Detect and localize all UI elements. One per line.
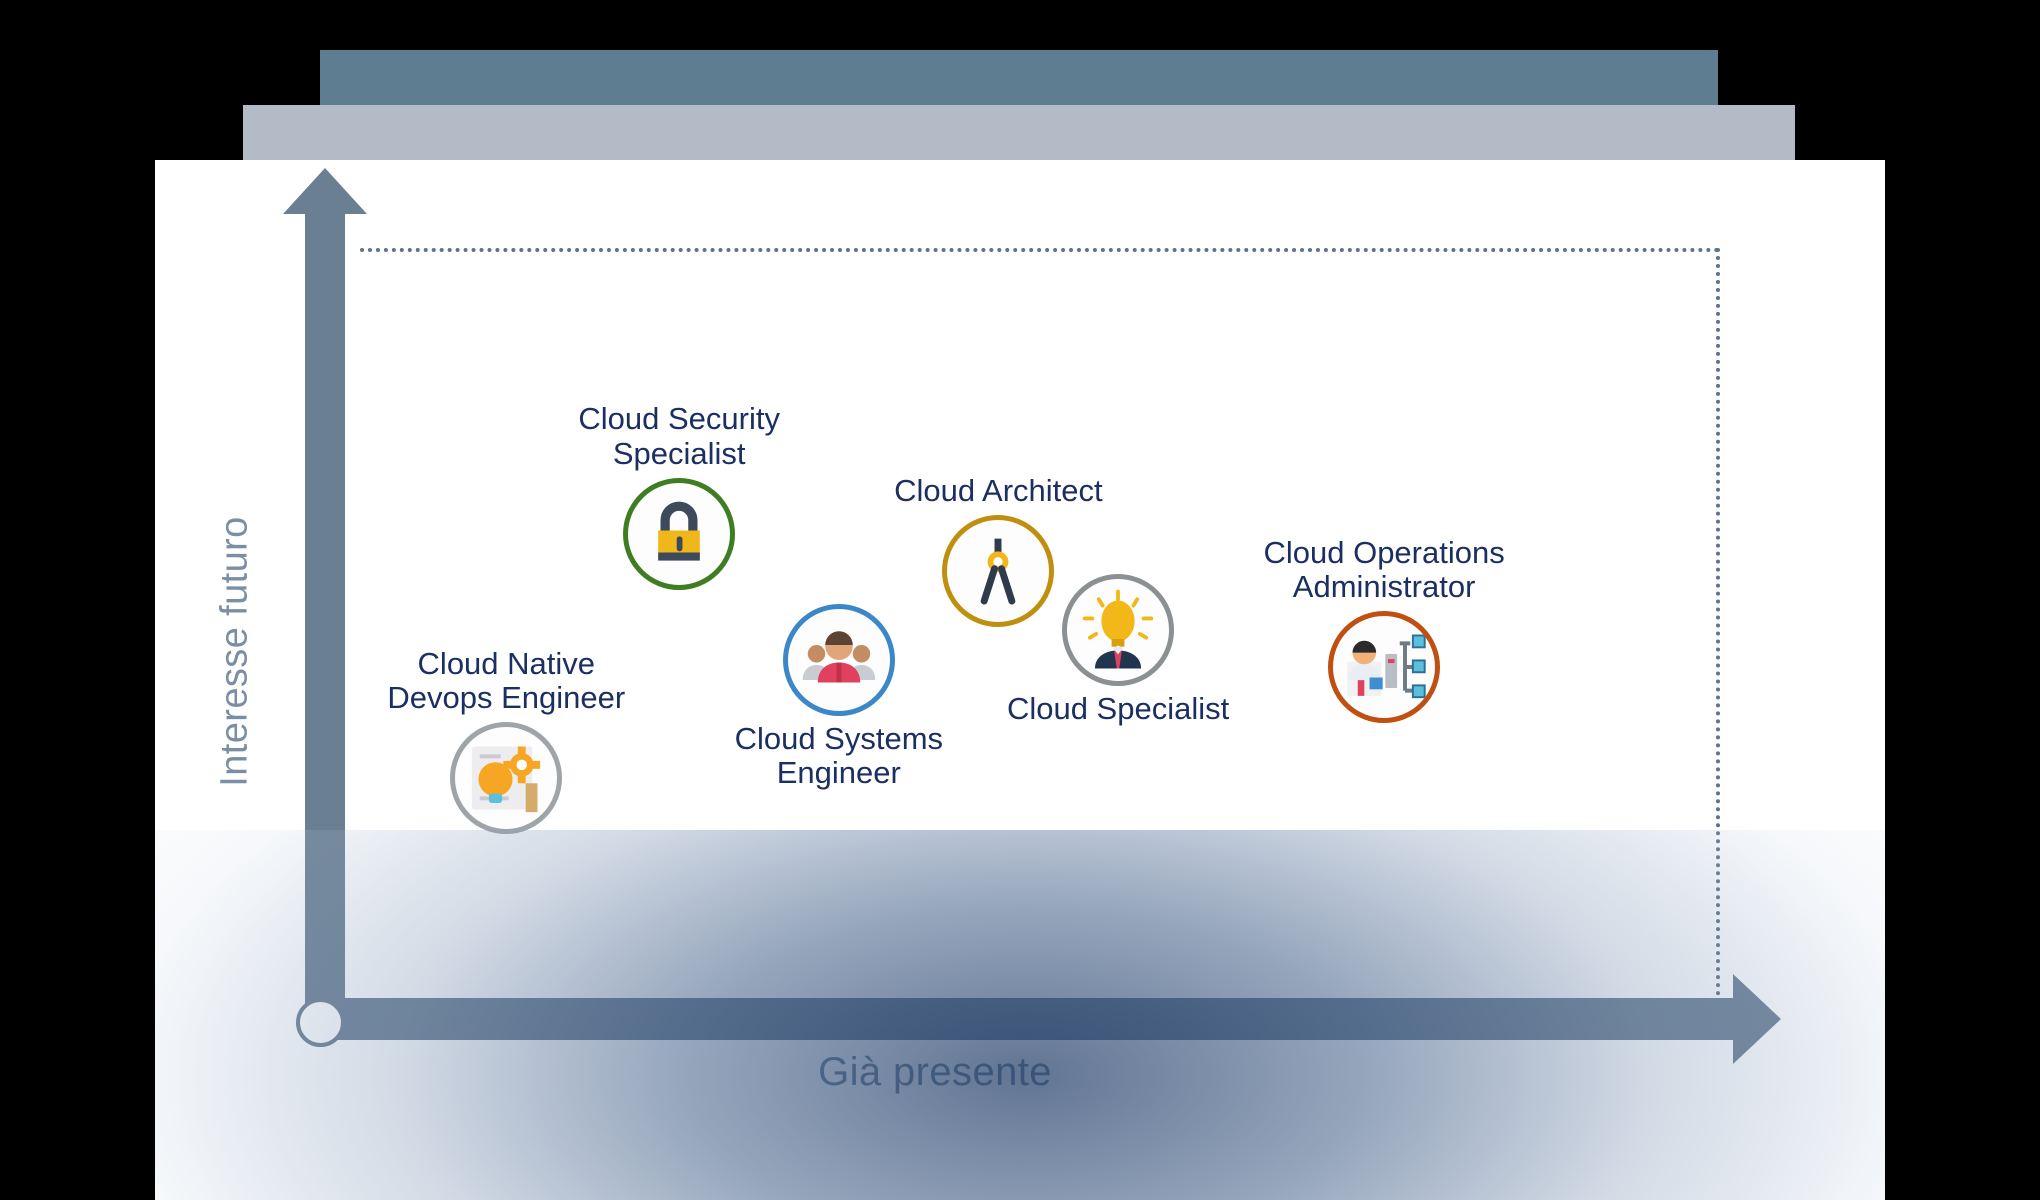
y-axis-shaft <box>305 210 345 1040</box>
decor-bar-dark <box>320 50 1718 105</box>
plot-frame <box>360 248 1720 1028</box>
y-axis-arrowhead-icon <box>283 168 367 214</box>
y-axis-title: Interesse futuro <box>213 516 256 787</box>
scatter-point[interactable]: Cloud Specialist <box>1007 574 1229 726</box>
origin-marker <box>296 998 345 1047</box>
lightbulb-gear-icon <box>450 722 563 834</box>
scatter-point[interactable]: Cloud Native Devops Engineer <box>387 646 625 834</box>
scatter-point[interactable]: Cloud Architect <box>894 473 1103 627</box>
compass-divider-icon <box>942 514 1055 627</box>
scatter-point-label: Cloud Specialist <box>1006 691 1230 726</box>
scatter-point-label: Cloud Native Devops Engineer <box>387 645 626 716</box>
scatter-point-label: Cloud Systems Engineer <box>734 720 944 791</box>
scatter-point[interactable]: Cloud Systems Engineer <box>735 603 943 790</box>
scatter-point-label: Cloud Security Specialist <box>578 401 780 472</box>
people-group-icon <box>782 603 895 716</box>
x-axis-title: Già presente <box>818 1050 1052 1094</box>
content-panel: Interesse futuro Già presente Cloud Nati… <box>155 160 1885 1200</box>
padlock-icon <box>623 477 736 590</box>
x-axis-shaft <box>305 998 1735 1040</box>
decor-bar-gray <box>243 105 1795 160</box>
lightbulb-person-icon <box>1062 574 1175 686</box>
scatter-point[interactable]: Cloud Operations Administrator <box>1263 535 1505 723</box>
scatter-point-label: Cloud Architect <box>894 473 1103 509</box>
x-axis-arrowhead-icon <box>1733 974 1781 1064</box>
scatter-point-label: Cloud Operations Administrator <box>1263 534 1505 605</box>
network-admin-icon <box>1328 611 1441 723</box>
scatter-point[interactable]: Cloud Security Specialist <box>578 401 780 590</box>
